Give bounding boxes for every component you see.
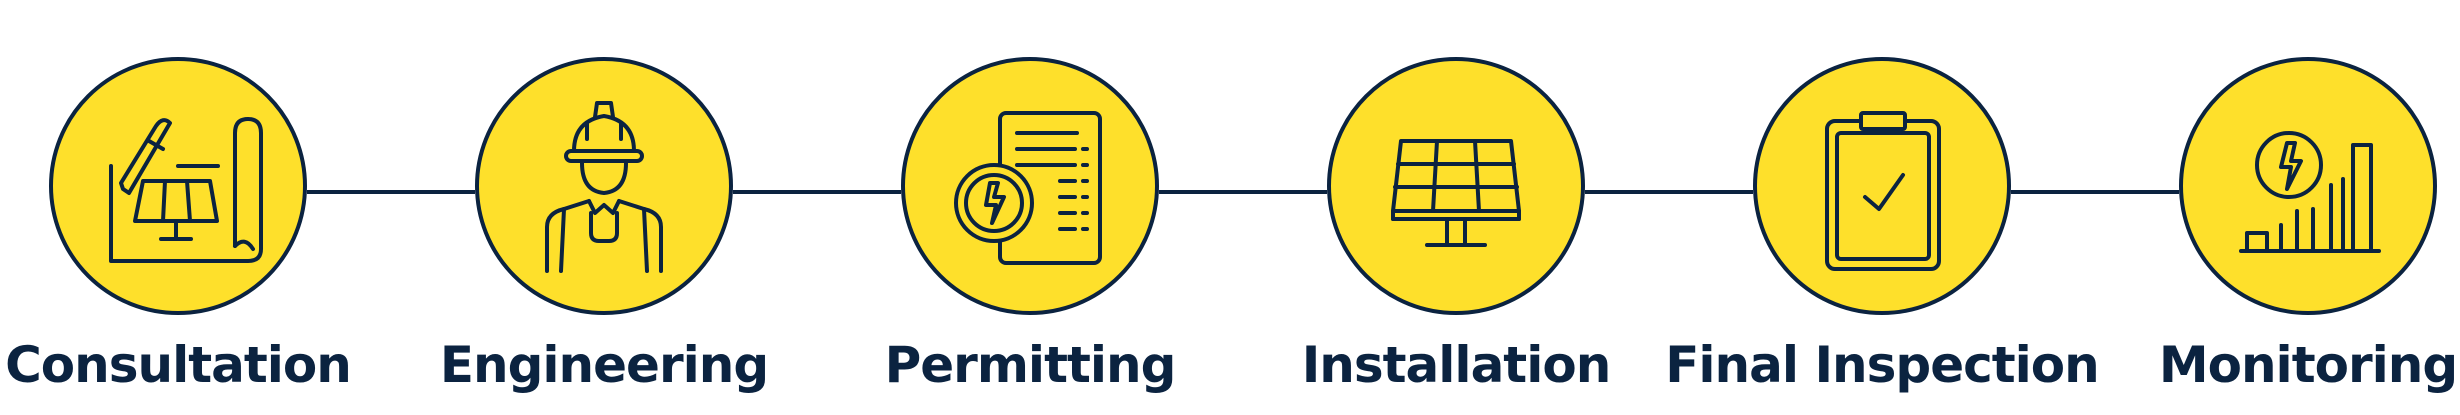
solar-panel-icon — [1391, 139, 1521, 247]
energy-chart-icon — [2239, 131, 2381, 253]
step-circle — [901, 57, 1159, 315]
step-circle — [475, 57, 733, 315]
step-label: Installation — [1301, 336, 1612, 394]
connector-line-1 — [307, 190, 475, 194]
connector-line-5 — [2011, 190, 2179, 194]
engineer-hardhat-icon — [545, 101, 663, 273]
step-label: Consultation — [5, 336, 352, 394]
step-circle — [1753, 57, 2011, 315]
step-label: Engineering — [439, 336, 769, 394]
blueprint-solar-panel-icon — [109, 117, 263, 263]
step-label: Permitting — [884, 336, 1177, 394]
step-circle — [2179, 57, 2437, 315]
connector-line-3 — [1159, 190, 1327, 194]
step-circle — [49, 57, 307, 315]
step-circle — [1327, 57, 1585, 315]
connector-line-4 — [1585, 190, 1753, 194]
permit-document-icon — [954, 111, 1102, 265]
step-label: Final Inspection — [1665, 336, 2099, 394]
clipboard-check-icon — [1825, 111, 1941, 271]
connector-line-2 — [733, 190, 901, 194]
step-label: Monitoring — [2158, 336, 2458, 394]
